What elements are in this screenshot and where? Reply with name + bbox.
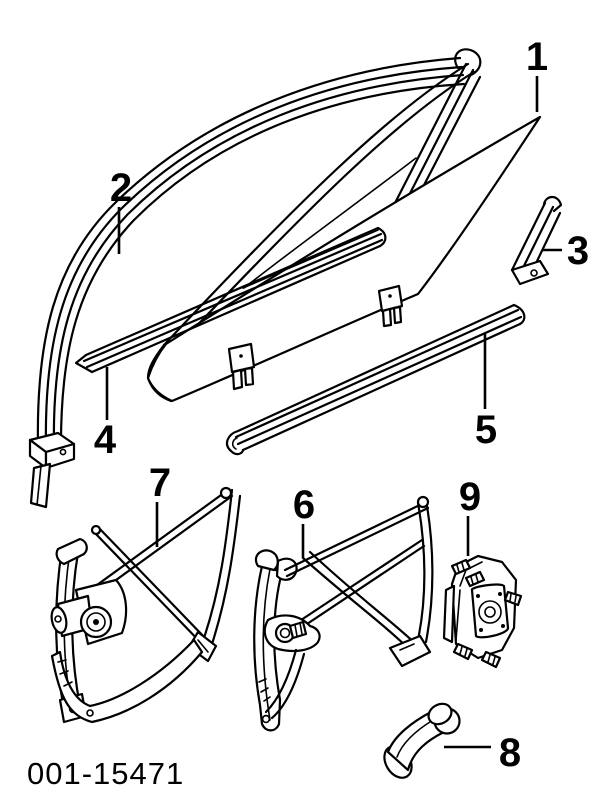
part-power-window-regulator [50,486,242,724]
frame-foot-leg [29,462,52,509]
callout-number-3: 3 [567,229,589,273]
part-outer-belt-weatherstrip [225,303,526,456]
reg6-channel-foot [388,634,432,668]
reg7-lift-channel [202,488,234,640]
callout-number-1: 1 [526,35,548,79]
callout-7: 7 [149,461,171,547]
callout-number-8: 8 [499,731,521,775]
part-inner-belt-weatherstrip [74,226,387,374]
glass-clip-tab [377,284,404,328]
callout-4: 4 [94,367,117,462]
sash-top-cap [542,195,563,213]
callout-1: 1 [526,35,548,112]
callout-number-2: 2 [110,166,132,210]
reg6-pivot-stud [288,620,308,640]
reg7-top-bracket [55,537,88,566]
sash-foot [510,259,550,286]
reg7-arm-roller [219,486,233,500]
glass-outline [146,115,542,403]
callout-number-7: 7 [149,461,171,505]
reg6-lift-arm [283,500,428,572]
callout-2: 2 [110,166,132,254]
strip-cut-end [376,226,387,248]
callout-3: 3 [543,229,589,273]
callout-number-9: 9 [459,475,481,519]
reg6-cross-arm [290,538,424,628]
strip-pointed-end [74,353,94,374]
callout-5: 5 [475,334,497,452]
run-channel-arc-outer [36,56,462,449]
part-glass-sash-channel [510,195,563,286]
glass-clip-tab [227,342,256,391]
reg6-top-tab [254,549,279,572]
strip-hook-end [225,429,245,456]
foot-bolt-hole [59,448,67,456]
motor-gear-plate [470,583,510,639]
motor-gear [478,600,502,624]
motor-studs [450,558,523,669]
part-window-crank-handle [383,702,461,779]
part-manual-window-regulator [253,495,434,732]
part-window-glass [146,115,542,403]
figure-id-label: 001-15471 [27,756,184,791]
run-channel-corner-cap [454,48,482,77]
part-window-motor [442,554,523,669]
callout-9: 9 [459,475,481,556]
callout-number-4: 4 [94,418,117,462]
callout-6: 6 [293,483,315,558]
callout-8: 8 [444,731,521,775]
reg7-sector-plate [50,638,204,724]
motor-flange [442,584,456,644]
reg6-lift-channel [424,498,434,644]
callout-number-5: 5 [475,408,497,452]
reg7-cross-arm [96,525,210,643]
strip-cut-end [512,303,526,326]
reg6-sector [264,648,298,714]
sash-foot-hole [530,269,538,277]
callout-number-6: 6 [293,483,315,527]
division-bar [392,62,468,207]
run-channel-hypotenuse [162,62,470,347]
